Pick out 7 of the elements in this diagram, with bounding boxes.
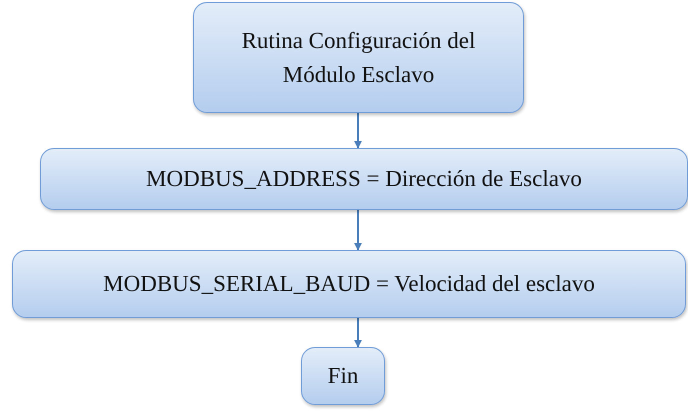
process-box: MODBUS_SERIAL_BAUD = Velocidad del esclavo bbox=[12, 250, 686, 318]
process-box: MODBUS_ADDRESS = Dirección de Esclavo bbox=[40, 148, 688, 210]
arrow bbox=[354, 318, 362, 348]
process-box: Rutina Configuración del Módulo Esclavo bbox=[193, 2, 524, 113]
arrow bbox=[354, 113, 362, 149]
arrow bbox=[354, 210, 362, 251]
end-box: Fin bbox=[301, 347, 385, 405]
